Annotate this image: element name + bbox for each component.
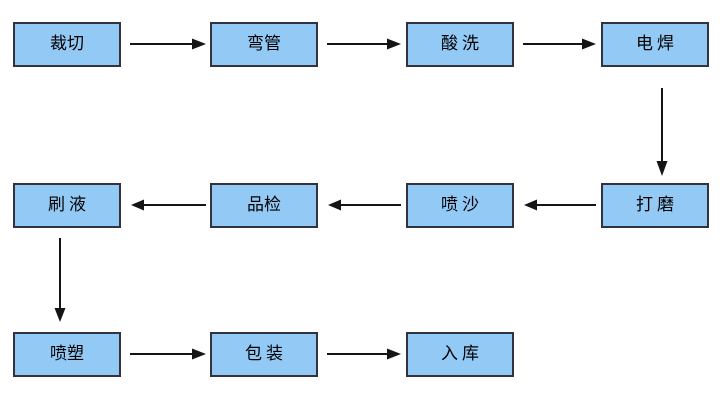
arrow-brushing-to-coating [53, 238, 67, 322]
process-node-pipe-bending[interactable]: 弯管 [210, 22, 318, 67]
process-node-plastic-spraying[interactable]: 喷塑 [13, 332, 121, 377]
process-node-grinding[interactable]: 打磨 [601, 183, 709, 228]
process-node-warehousing[interactable]: 入库 [406, 332, 514, 377]
arrow-welding-to-grinding [655, 88, 669, 176]
process-node-cutting[interactable]: 裁切 [13, 22, 121, 67]
process-node-pickling[interactable]: 酸洗 [406, 22, 514, 67]
process-node-quality-inspection[interactable]: 品检 [210, 183, 318, 228]
process-node-sandblasting[interactable]: 喷沙 [406, 183, 514, 228]
process-node-packaging[interactable]: 包装 [210, 332, 318, 377]
process-node-electric-welding[interactable]: 电焊 [601, 22, 709, 67]
arrow-coating-to-packing [130, 347, 206, 361]
arrow-sandblast-to-inspection [328, 198, 401, 212]
arrow-inspection-to-brushing [131, 198, 206, 212]
arrow-packing-to-storage [327, 347, 401, 361]
arrow-pickling-to-welding [523, 37, 596, 51]
arrow-grinding-to-sandblast [524, 198, 596, 212]
arrow-cut-to-bend [130, 37, 206, 51]
process-node-liquid-brushing[interactable]: 刷液 [13, 183, 121, 228]
arrow-bend-to-pickling [327, 37, 401, 51]
